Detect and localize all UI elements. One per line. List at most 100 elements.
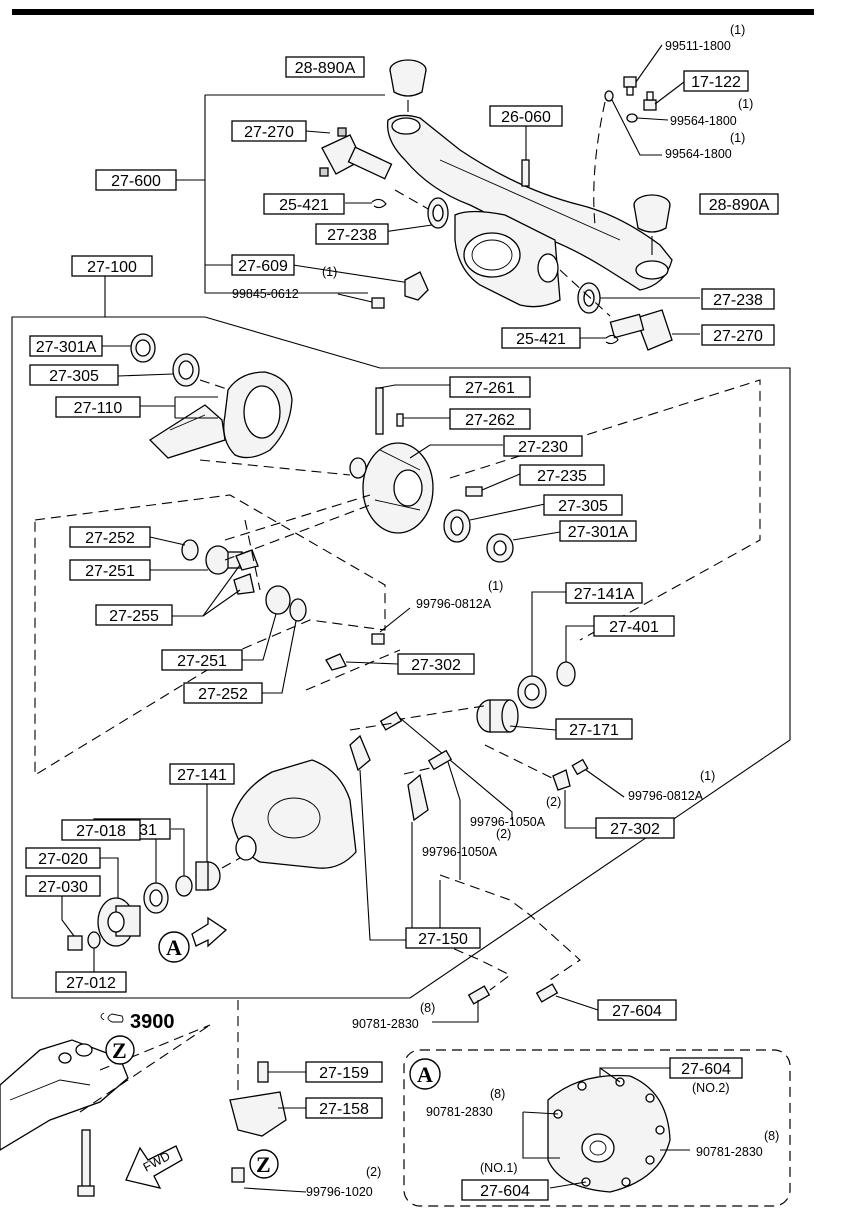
part-label-27-235: 27-235 xyxy=(519,464,605,486)
part-label-text: 27-235 xyxy=(537,468,587,485)
part-label-text: 27-600 xyxy=(111,173,161,190)
spacer-27-171 xyxy=(476,699,557,733)
bolt-part-number: 99845-0612 xyxy=(232,287,299,301)
stud-26-060 xyxy=(521,123,530,187)
part-label-27-141: 27-141 xyxy=(169,763,235,785)
outline-27-100 xyxy=(11,275,791,999)
bracket-27-609 xyxy=(337,271,429,309)
bolt-part-number: 99796-1050A xyxy=(470,815,546,829)
callout-a-detail-letter: A xyxy=(417,1062,433,1087)
part-label-text: 28-890A xyxy=(709,197,770,214)
bolt-17-122 xyxy=(643,91,657,111)
carrier-housing-27-150 xyxy=(231,734,441,941)
bolt-part-number: 99796-1050A xyxy=(422,845,498,859)
part-label-text: 27-302 xyxy=(411,657,461,674)
part-label-27-401: 27-401 xyxy=(593,615,675,637)
flange-27-020 xyxy=(97,857,141,947)
seal-27-401 xyxy=(556,625,594,687)
part-label-text: 27-270 xyxy=(713,328,763,345)
part-label-text: 25-421 xyxy=(279,197,329,214)
callout-a-letter: A xyxy=(166,935,182,960)
reference-page-3900: 3900 xyxy=(130,1011,175,1033)
part-label-27-251: 27-251 xyxy=(69,559,151,581)
bolt-part-number: 99511-1800 xyxy=(665,39,731,53)
bolt-label-99796-0812a: (1)99796-0812A xyxy=(628,769,715,803)
bolt-part-number: 90781-2830 xyxy=(696,1145,763,1159)
part-label-27-305: 27-305 xyxy=(29,364,119,386)
part-label-27-018: 27-018 xyxy=(61,819,141,841)
part-label-text: 27-141 xyxy=(177,767,227,784)
bolt-part-number: 99564-1800 xyxy=(670,114,737,128)
part-label-27-261: 27-261 xyxy=(449,376,531,398)
bolt-99796-1050A-lower xyxy=(427,749,461,880)
part-label-27-609: 27-609 xyxy=(231,254,295,276)
part-label-text: 27-255 xyxy=(109,608,159,625)
part-label-text: 27-251 xyxy=(177,653,227,670)
part-label-27-238: 27-238 xyxy=(701,288,775,310)
crossmember-27-600 xyxy=(386,114,673,308)
pin-27-262 xyxy=(396,413,450,427)
bolt-99796-1020-left xyxy=(77,1129,95,1197)
part-label-text: 27-604 xyxy=(480,1183,530,1200)
bolt-label-99564-1800: (1)99564-1800 xyxy=(670,97,753,128)
part-label-text: 27-141A xyxy=(574,586,635,603)
bolt-part-number: 99796-1020 xyxy=(306,1185,373,1199)
bolt-27-604 xyxy=(535,983,599,1011)
bolt-label-99564-1800: (1)99564-1800 xyxy=(665,131,745,161)
part-label-text: 25-421 xyxy=(516,331,566,348)
bracket-27-302-top xyxy=(325,653,399,671)
flange-27-270-left xyxy=(305,127,431,211)
part-label-text: 27-238 xyxy=(327,227,377,244)
part-label-27-252: 27-252 xyxy=(183,682,263,704)
note-no1: (NO.1) xyxy=(480,1161,518,1175)
bolt-quantity: (1) xyxy=(488,579,503,593)
part-label-27-604: 27-604 xyxy=(597,999,677,1021)
bolt-part-number: 90781-2830 xyxy=(426,1105,493,1119)
part-label-text: 27-301A xyxy=(568,524,629,541)
part-label-27-030: 27-030 xyxy=(25,875,101,897)
bracket-27-302-right xyxy=(552,769,596,829)
part-label-27-270: 27-270 xyxy=(231,120,307,142)
chassis-frame-3900 xyxy=(0,1012,211,1151)
part-label-text: 27-302 xyxy=(610,821,660,838)
washer-27-252-right xyxy=(262,598,307,694)
bolt-part-number: 99796-0812A xyxy=(416,597,492,611)
bolt-label-99796-1020: (2)99796-1020 xyxy=(306,1165,381,1199)
clip-25-421-right xyxy=(605,334,619,345)
part-label-27-158: 27-158 xyxy=(305,1097,383,1119)
part-label-text: 27-238 xyxy=(713,292,763,309)
ref-page-icon xyxy=(107,1013,124,1023)
part-label-28-890a: 28-890A xyxy=(285,56,365,78)
part-label-text: 27-305 xyxy=(49,368,99,385)
bearing-27-301A-left xyxy=(102,333,156,363)
bolt-quantity: (8) xyxy=(420,1001,435,1015)
pin-27-261 xyxy=(375,384,450,435)
part-label-28-890a: 28-890A xyxy=(699,193,779,215)
diff-case-27-230 xyxy=(349,442,503,534)
part-label-text: 27-261 xyxy=(465,380,515,397)
part-label-text: 27-018 xyxy=(76,823,126,840)
part-label-27-262: 27-262 xyxy=(449,408,531,430)
part-label-27-302: 27-302 xyxy=(397,653,475,675)
bolt-quantity: (1) xyxy=(730,23,745,37)
part-label-text: 27-401 xyxy=(609,619,659,636)
bearing-27-141 xyxy=(195,784,221,891)
bolt-label-90781-2830: (8)90781-2830 xyxy=(696,1129,779,1159)
bolt-part-number: 99796-0812A xyxy=(628,789,704,803)
bolt-quantity: (8) xyxy=(764,1129,779,1143)
part-label-17-122: 17-122 xyxy=(683,70,749,92)
part-label-text: 27-012 xyxy=(66,975,116,992)
note-no2: (NO.2) xyxy=(692,1081,730,1095)
flange-27-270-right xyxy=(609,309,700,351)
part-label-text: 27-158 xyxy=(319,1101,369,1118)
seal-27-238-left xyxy=(375,197,449,234)
part-label-text: 27-609 xyxy=(238,258,288,275)
part-label-text: 27-305 xyxy=(558,498,608,515)
part-label-text: 27-100 xyxy=(87,259,137,276)
mount-bushing-28-890A-top xyxy=(389,59,427,112)
bearing-27-305-left xyxy=(117,353,200,387)
bolt-label-99796-1050a: (2)99796-1050A xyxy=(422,827,511,859)
bolt-quantity: (8) xyxy=(490,1087,505,1101)
bolt-label-90781-2830: (8) 90781-2830 xyxy=(426,1087,505,1119)
bolt-part-number: 90781-2830 xyxy=(352,1017,419,1031)
